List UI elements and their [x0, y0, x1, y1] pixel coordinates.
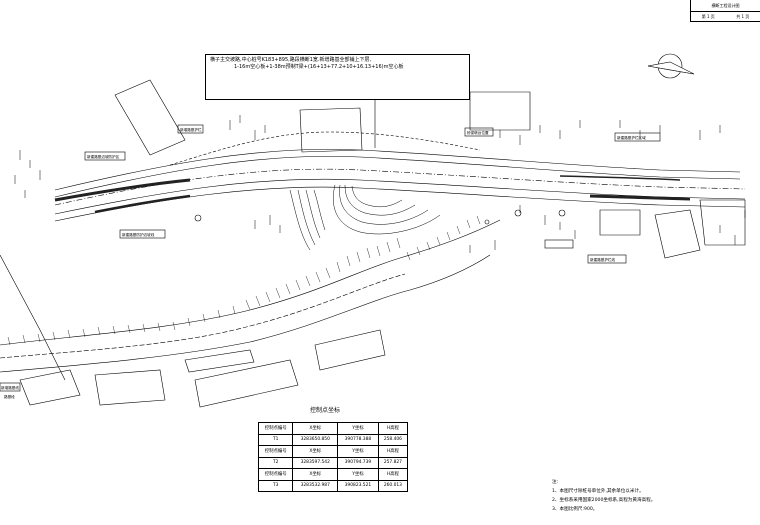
control-table-cell-x: 3283532.987 [292, 479, 339, 492]
note-1: 1、本图尺寸除桩号单位外,其余单位以米计。 [552, 489, 644, 494]
title-block-sheets: 第 1 页 共 1 页 [691, 12, 760, 22]
river-centerline [0, 273, 406, 359]
sheet-number: 第 1 页 [701, 14, 715, 19]
title-block: 横断工程设计图 第 1 页 共 1 页 [690, 0, 760, 22]
control-table-cell-h: 258.406 [377, 433, 409, 446]
control-table-title: 控制点坐标 [310, 407, 341, 414]
control-table-cell-x: 3283650.850 [292, 433, 339, 446]
river-south-bank [0, 254, 491, 373]
hatch-band-right-2 [559, 175, 681, 181]
ridge-line [169, 131, 481, 166]
control-table-cell-y: 390778.388 [337, 433, 379, 446]
road-edge-south [54, 178, 746, 215]
terrain-marks [14, 115, 746, 253]
building-6 [699, 199, 746, 246]
building-1 [114, 79, 186, 156]
building-10 [314, 329, 386, 371]
control-table-cell-h: 260.013 [377, 479, 409, 492]
hatch-band-left [54, 178, 191, 202]
building-9 [194, 359, 299, 408]
building-2 [299, 107, 363, 153]
building-5 [654, 209, 701, 259]
control-table-header-cell: H高程 [377, 468, 409, 481]
note-3: 3、本图比例尺:900。 [552, 507, 598, 512]
control-table-header-cell: Y坐标 [337, 422, 379, 435]
label-box-3 [177, 124, 204, 134]
bridge-callout: 横子主交坡路,中心桩号K183+895,路段横断1宽.新增路基全部铺上下层, 1… [205, 54, 470, 100]
control-table-header-cell: 控制点编号 [257, 445, 294, 458]
control-table-header-cell: H高程 [377, 445, 409, 458]
river-north-bank [0, 219, 501, 346]
survey-point-4 [484, 219, 490, 225]
control-table-header-cell: 控制点编号 [257, 422, 294, 435]
control-table-cell-y: 390823.521 [337, 479, 379, 492]
control-table-header-cell: 控制点编号 [257, 468, 294, 481]
control-table-cell-id: T2 [257, 456, 294, 469]
building-11 [184, 349, 255, 373]
label-box-4 [464, 127, 494, 137]
control-table-header-cell: Y坐标 [337, 445, 379, 458]
label-box-8 [0, 382, 21, 392]
survey-point-2 [514, 209, 522, 217]
road-edge-south-2 [54, 186, 746, 222]
callout-line-1: 横子主交坡路,中心桩号K183+895,路段横断1宽.新增路基全部铺上下层, [210, 57, 372, 63]
control-table-header-cell: X坐标 [292, 468, 339, 481]
building-7 [19, 369, 81, 406]
callout-line-2: 1-16m空心板+1-38m预制T梁+(16+13+77.2+10+16.13+… [234, 64, 404, 70]
control-table-cell-x: 3283597.542 [292, 456, 339, 469]
north-arrow-icon [647, 53, 695, 79]
note-2: 2、坐标系采用国家2000坐标系,高程为黄海高程。 [552, 498, 656, 503]
control-table-header-cell: X坐标 [292, 422, 339, 435]
control-table-cell-id: T1 [257, 433, 294, 446]
survey-point-1 [194, 214, 202, 222]
notes-block: 注: 1、本图尺寸除桩号单位外,其余单位以米计。 2、坐标系采用国家2000坐标… [552, 478, 655, 514]
slope-hatch [7, 215, 481, 346]
contour-lines [289, 184, 441, 251]
control-table-header-cell: Y坐标 [337, 468, 379, 481]
road-edge-north-2 [54, 155, 741, 198]
leader-line-left [0, 254, 66, 381]
control-table-header-cell: X坐标 [292, 445, 339, 458]
survey-point-3 [558, 209, 566, 217]
control-table-cell-h: 257.827 [377, 456, 409, 469]
hatch-band-left-2 [94, 194, 191, 214]
label-box-1 [84, 151, 126, 161]
label-box-7 [544, 239, 574, 249]
building-4 [599, 209, 641, 236]
control-table-header-cell: H高程 [377, 422, 409, 435]
title-block-name: 横断工程设计图 [691, 0, 760, 12]
label-box-2 [119, 229, 166, 239]
label-box-6 [587, 254, 627, 264]
label-box-5 [614, 132, 661, 142]
hatch-band-right [589, 194, 691, 201]
control-table-cell-y: 390794.739 [337, 456, 379, 469]
building-8 [94, 369, 166, 406]
building-3 [469, 91, 531, 131]
sheet-total: 共 1 页 [736, 14, 750, 19]
control-table-cell-id: T3 [257, 479, 294, 492]
notes-title: 注: [552, 480, 559, 485]
